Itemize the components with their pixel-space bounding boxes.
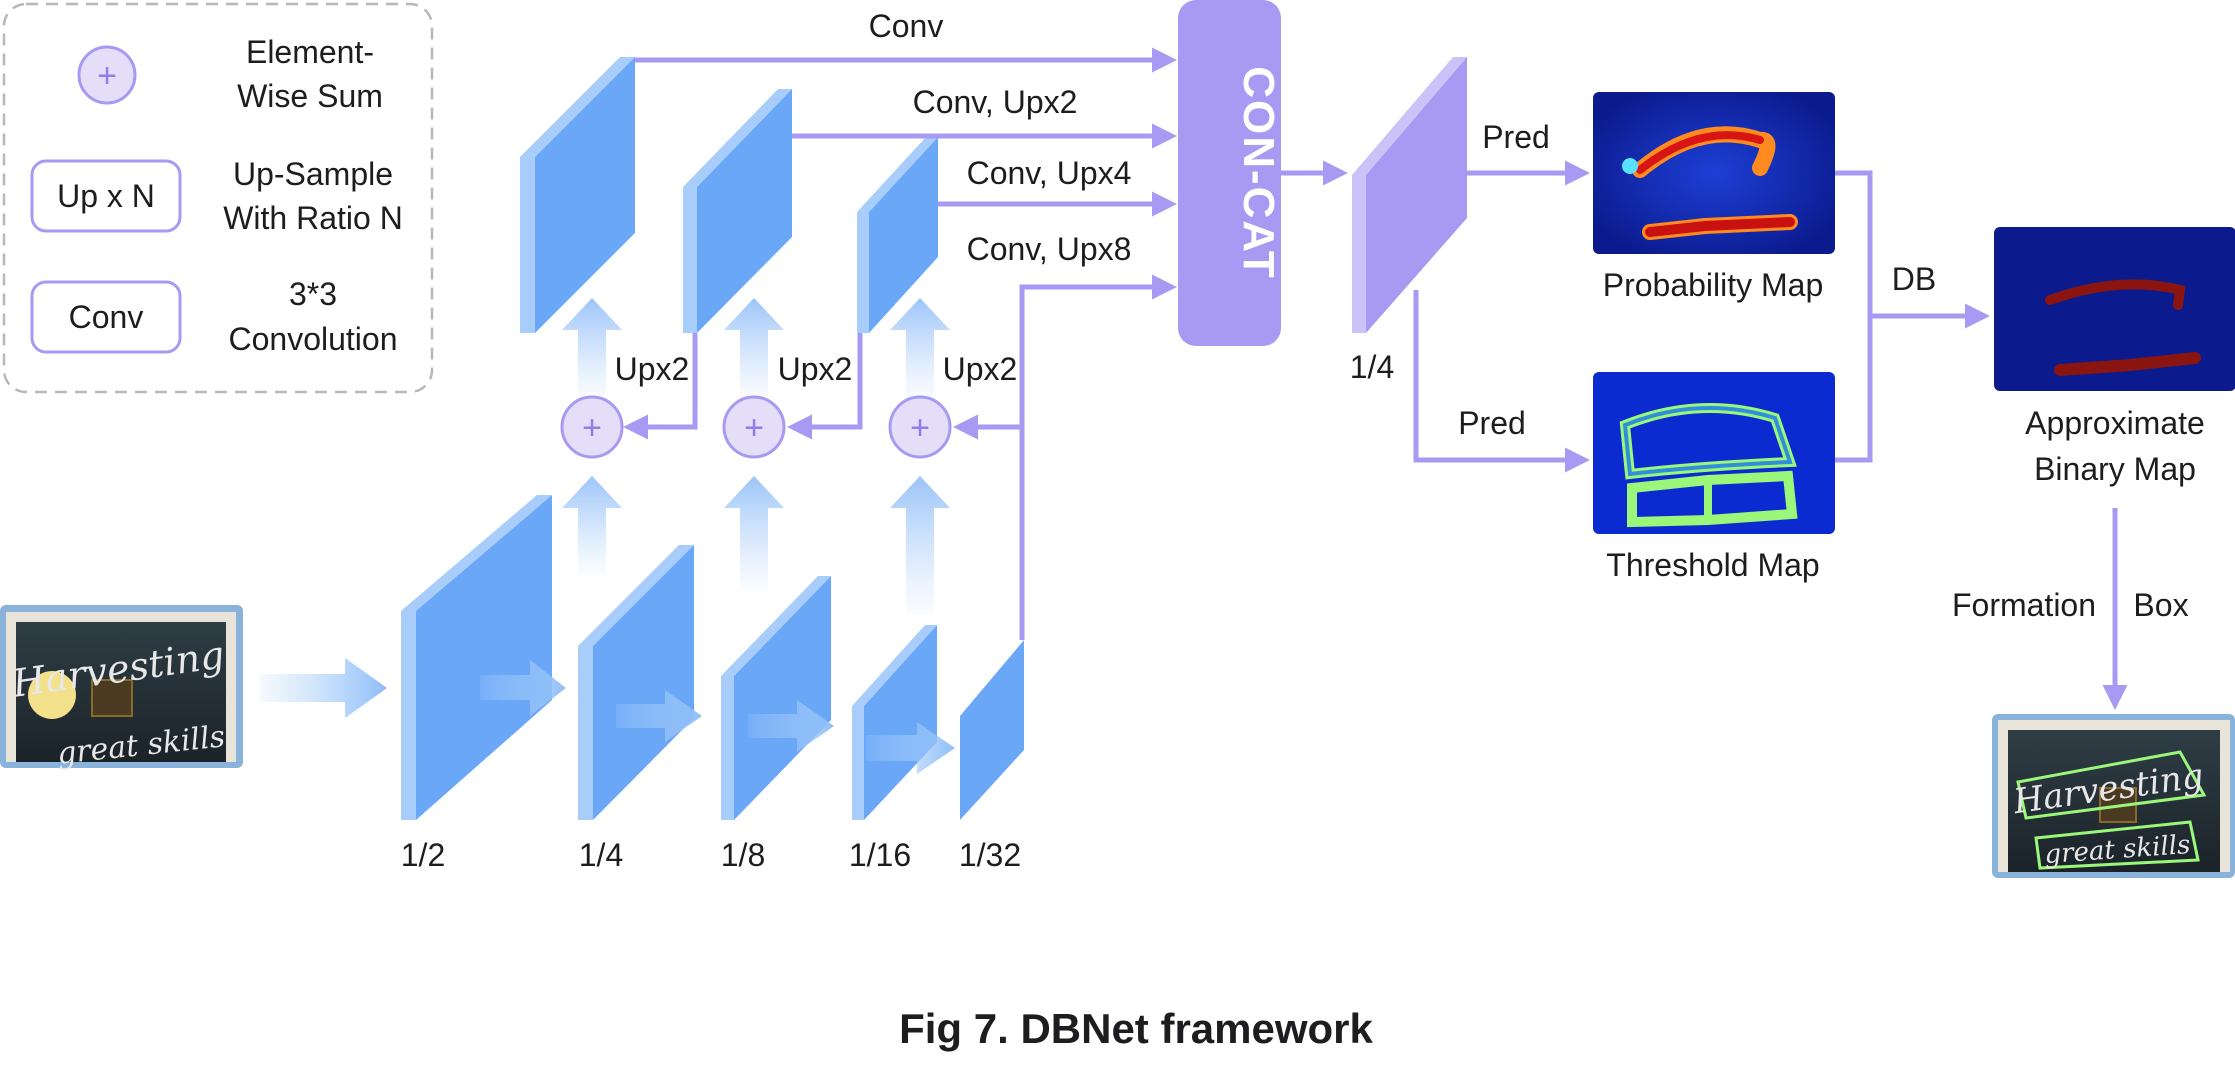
topdown-path-2 <box>787 333 863 440</box>
branch-path-upx8 <box>1019 274 1177 427</box>
threshold-map-label: Threshold Map <box>1606 547 1819 583</box>
branch-label-conv: Conv <box>869 8 944 44</box>
backbone-scale-1-4: 1/4 <box>579 837 623 873</box>
backbone-block-1-2 <box>401 495 552 820</box>
backbone-scale-1-2: 1/2 <box>401 837 445 873</box>
figure-caption: Fig 7. DBNet framework <box>899 1005 1373 1052</box>
input-arrow <box>260 658 387 718</box>
db-label: DB <box>1892 261 1936 297</box>
sum-icon <box>560 395 624 459</box>
sum-up-arrow-2 <box>724 298 784 400</box>
formation-label: Formation <box>1952 587 2096 623</box>
legend-conv-label-1: 3*3 <box>289 276 337 312</box>
sum-symbol: + <box>744 409 764 447</box>
binary-map-label-1: Approximate <box>2025 405 2205 441</box>
backbone-block-1-8 <box>721 576 831 820</box>
topdown-path-3 <box>623 333 698 440</box>
branch-label-upx2: Conv, Upx2 <box>913 84 1078 120</box>
sum-up-arrow-1 <box>562 298 622 400</box>
legend-sum-icon <box>77 45 137 105</box>
backbone-block-1-4 <box>578 545 694 820</box>
legend-upsample-label-2: With Ratio N <box>223 200 403 236</box>
output-image: Harvesting great skills <box>1992 714 2235 878</box>
branch-paths <box>635 47 1177 427</box>
legend-sum-symbol: + <box>97 57 117 95</box>
legend-conv-box <box>30 280 182 354</box>
backbone-scale-1-32: 1/32 <box>959 837 1021 873</box>
lateral-arrow-1 <box>562 476 622 575</box>
element-sum-2: + <box>722 395 786 459</box>
lateral-arrow-2 <box>724 476 784 590</box>
sum-symbol: + <box>910 409 930 447</box>
element-sum-3: + <box>888 395 952 459</box>
binary-map-label-2: Binary Map <box>2034 451 2196 487</box>
fused-feature-block <box>1352 57 1467 333</box>
backbone-scale-1-8: 1/8 <box>721 837 765 873</box>
fpn-block-2 <box>683 89 792 333</box>
pred-path-threshold <box>1413 290 1590 473</box>
upsample-label-1: Upx2 <box>615 351 690 387</box>
fpn-block-3 <box>857 137 938 333</box>
backbone-arrow-3 <box>748 700 834 752</box>
legend-conv-label-2: Convolution <box>229 321 398 357</box>
legend-upsample-box-text: Up x N <box>57 178 155 214</box>
sum-up-arrow-3 <box>890 298 950 400</box>
element-sum-1: + <box>560 395 624 459</box>
backbone-block-1-32 <box>960 640 1024 820</box>
lateral-arrow-3 <box>890 476 950 615</box>
backbone-arrow-1 <box>480 660 566 716</box>
concat-block: CON-CAT <box>1178 0 1283 346</box>
topdown-path-1 <box>953 414 1025 640</box>
legend-sum-label-2: Wise Sum <box>237 78 383 114</box>
db-paths <box>1835 170 1990 463</box>
pred-label-top: Pred <box>1482 119 1550 155</box>
backbone-arrow-2 <box>616 690 702 742</box>
backbone-arrow-4 <box>866 722 955 774</box>
legend-upsample-box <box>30 159 182 233</box>
legend-upsample-label-1: Up-Sample <box>233 156 393 192</box>
sum-icon <box>888 395 952 459</box>
threshold-map-image <box>1593 372 1835 534</box>
concat-label: CON-CAT <box>1234 66 1283 280</box>
legend-sum-label-1: Element- <box>246 34 374 70</box>
legend-panel: + Element- Wise Sum Up x N Up-Sample Wit… <box>2 2 434 394</box>
fpn-block-1 <box>520 57 635 333</box>
pred-paths <box>1413 160 1590 473</box>
feature-scale-label: 1/4 <box>1350 349 1394 385</box>
branch-label-upx8: Conv, Upx8 <box>967 231 1132 267</box>
box-label: Box <box>2133 587 2188 623</box>
sum-symbol: + <box>582 409 602 447</box>
legend-conv-box-text: Conv <box>69 299 144 335</box>
upsample-label-3: Upx2 <box>943 351 1018 387</box>
branch-label-upx4: Conv, Upx4 <box>967 155 1132 191</box>
probability-map-label: Probability Map <box>1603 267 1824 303</box>
probability-map-image <box>1593 92 1835 254</box>
sum-icon <box>722 395 786 459</box>
db-path-probability <box>1835 170 1873 463</box>
upsample-label-2: Upx2 <box>778 351 853 387</box>
backbone-scale-1-16: 1/16 <box>849 837 911 873</box>
backbone-block-1-16 <box>852 625 937 820</box>
pred-label-bottom: Pred <box>1458 405 1526 441</box>
binary-map-image <box>1994 227 2235 391</box>
input-image: Harvesting great skills <box>0 605 243 772</box>
